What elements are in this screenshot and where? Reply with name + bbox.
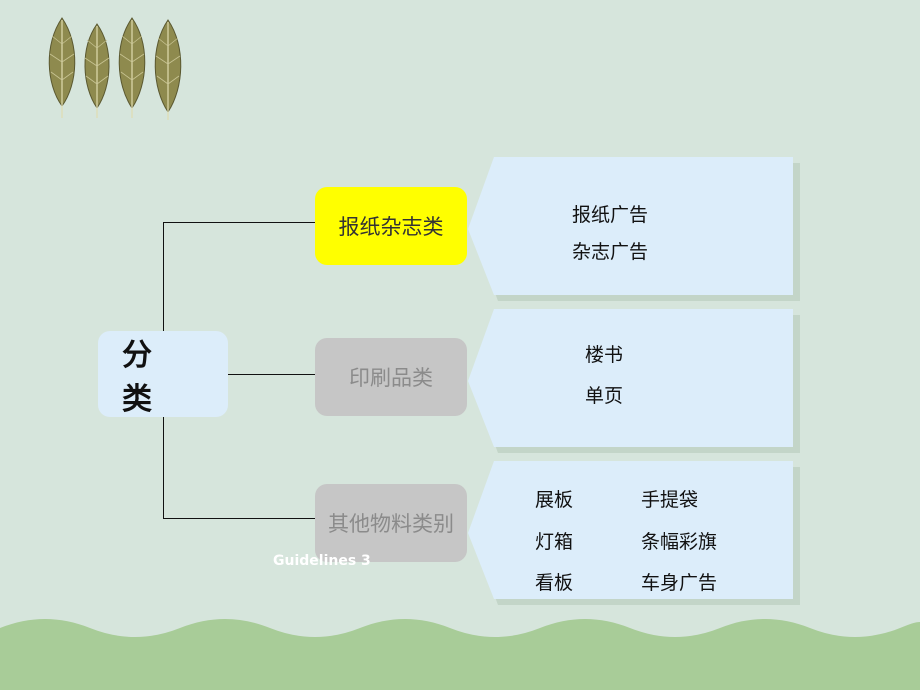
list-item: 条幅彩旗 [641,531,718,553]
items-panel-other-materials: 展板 手提袋 灯箱 条幅彩旗 看板 车身广告 [468,461,800,605]
list-item: 杂志广告 [572,241,649,263]
list-item: 楼书 [585,344,624,366]
items-panel-printed-matter: 楼书 单页 [468,309,800,453]
connector-line-bottom [163,417,164,519]
items-panel-newspaper-magazine: 报纸广告 杂志广告 [468,157,800,301]
connector-line-to-cat1 [163,222,316,223]
list-item: 灯箱 [535,531,574,553]
list-item: 展板 [535,489,574,511]
root-label: 分 类 [122,338,182,417]
list-item: 车身广告 [641,572,718,594]
connector-line-to-cat2 [228,374,316,375]
category-label: 印刷品类 [349,366,433,390]
overlay-text: Guidelines 3 [273,553,371,569]
category-label: 报纸杂志类 [338,215,444,239]
root-node: 分 类 [98,331,228,417]
connector-line-to-cat3 [163,518,316,519]
leaves-decoration-icon [48,17,182,120]
category-box-newspaper-magazine: 报纸杂志类 [315,187,467,265]
category-box-other-materials: 其他物料类别 [315,484,467,562]
list-item: 看板 [535,572,574,594]
category-box-printed-matter: 印刷品类 [315,338,467,416]
list-item: 手提袋 [641,489,699,511]
list-item: 报纸广告 [572,204,649,226]
category-label: 其他物料类别 [328,512,454,536]
list-item: 单页 [585,385,624,407]
connector-line-top [163,222,164,332]
grass-wave-decoration [0,619,920,690]
